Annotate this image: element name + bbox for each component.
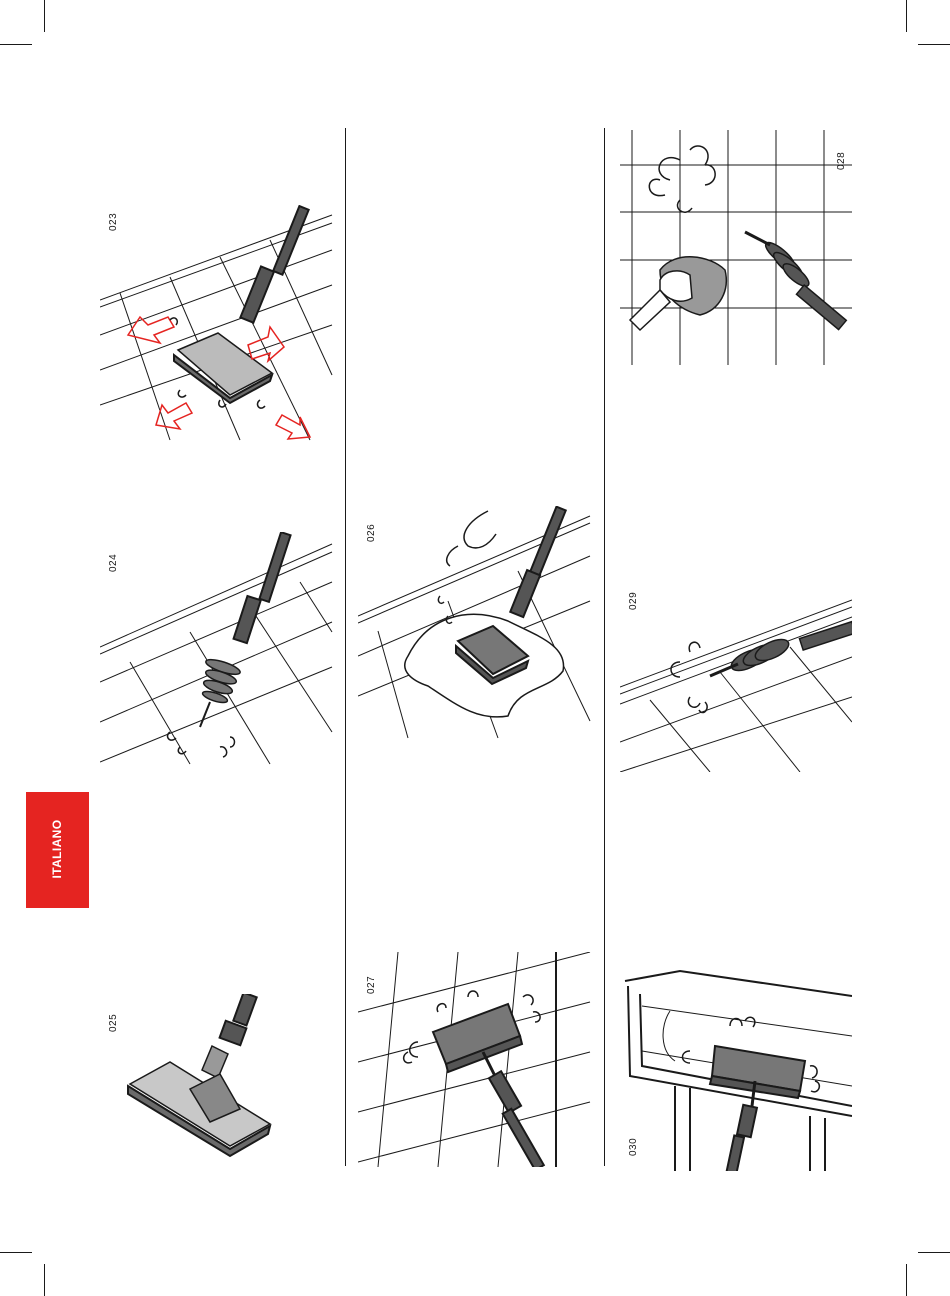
figure-number: 029	[628, 592, 639, 610]
nozzle-tiles-cloth-icon	[620, 130, 852, 365]
figure-number: 023	[108, 213, 119, 231]
figure-030: 030	[620, 966, 852, 1171]
brush-nozzle-floor-icon	[100, 532, 335, 767]
figure-number: 026	[366, 524, 377, 542]
figure-number: 025	[108, 1014, 119, 1032]
crop-mark	[44, 1264, 45, 1296]
floor-brush-cloth-icon	[358, 506, 593, 741]
floor-brush-cleaning-arrows-icon	[100, 205, 335, 445]
figure-number: 030	[628, 1138, 639, 1156]
figure-number: 027	[366, 976, 377, 994]
figure-025: 025	[100, 994, 275, 1164]
figure-029: 029	[620, 582, 852, 772]
brush-wall-tiles-icon	[358, 952, 593, 1167]
figure-number: 024	[108, 554, 119, 572]
column-separator	[604, 128, 605, 1166]
language-tab: ITALIANO	[26, 792, 89, 908]
brush-radiator-icon	[620, 966, 852, 1171]
crop-mark	[906, 0, 907, 32]
crop-mark	[0, 44, 32, 45]
figure-028: 028	[620, 130, 852, 365]
figure-026: 026	[358, 506, 593, 741]
crop-mark	[918, 1252, 950, 1253]
floor-brush-head-icon	[100, 994, 275, 1164]
crop-mark	[918, 44, 950, 45]
language-tab-label: ITALIANO	[50, 819, 64, 879]
crop-mark	[0, 1252, 32, 1253]
crop-mark	[906, 1264, 907, 1296]
nozzle-skirting-icon	[620, 582, 852, 772]
column-separator	[345, 128, 346, 1166]
figure-024: 024	[100, 532, 335, 767]
crop-mark	[44, 0, 45, 32]
figure-number: 028	[836, 152, 847, 170]
figure-023: 023	[100, 205, 335, 445]
figure-027: 027	[358, 952, 593, 1167]
